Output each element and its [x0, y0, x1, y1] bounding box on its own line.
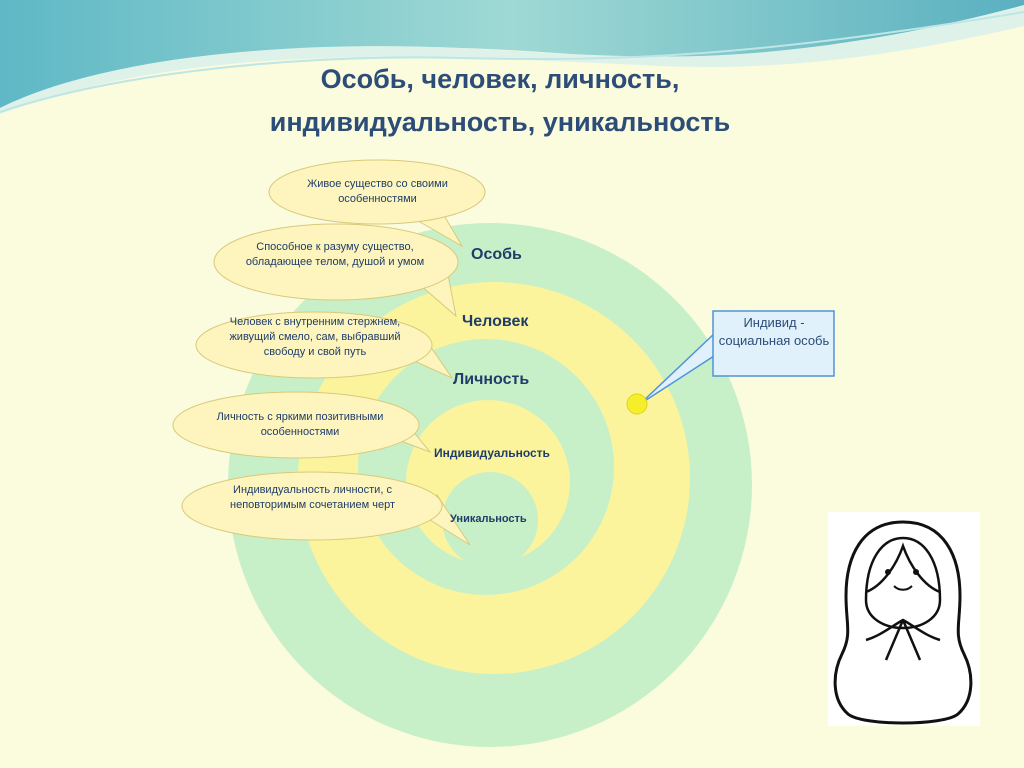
- individ-dot: [626, 393, 648, 415]
- speech-bubble-2: [213, 223, 459, 318]
- ring-label-individualnost: Индивидуальность: [434, 446, 550, 460]
- ring-label-chelovek: Человек: [462, 313, 529, 330]
- callout-box: [639, 310, 835, 405]
- bubble-text-3: Человек с внутренним стержнем, живущий с…: [229, 316, 401, 358]
- bubble-text-2: Способное к разуму существо, обладающее …: [245, 241, 425, 268]
- ring-label-unikalnost: Уникальность: [450, 513, 527, 525]
- slide-title-line-2: индивидуальность, уникальность: [269, 107, 731, 137]
- ring-label-lichnost: Личность: [453, 371, 530, 388]
- bubble-text-4: Личность с яркими позитивными особенност…: [216, 411, 384, 438]
- ring-unikalnost: [442, 472, 538, 568]
- header-wave-light: [0, 5, 1024, 114]
- speech-bubble-5: [181, 471, 471, 546]
- header-wave-line: [0, 11, 1024, 113]
- slide-title-line-1: Особь, человек, личность,: [320, 64, 680, 94]
- bubble-text-5: Индивидуальность личности, с неповторимы…: [230, 484, 395, 511]
- speech-bubble-1: [268, 159, 486, 248]
- speech-bubble-4: [172, 391, 432, 459]
- ring-label-osob: Особь: [471, 246, 522, 263]
- callout-text: Индивид - социальная особь: [718, 315, 830, 348]
- header-wave: [0, 0, 1024, 108]
- speech-bubble-3: [195, 311, 454, 380]
- bubble-text-1: Живое существо со своими особенностями: [307, 178, 448, 205]
- matryoshka-doll-illustration: [828, 512, 980, 726]
